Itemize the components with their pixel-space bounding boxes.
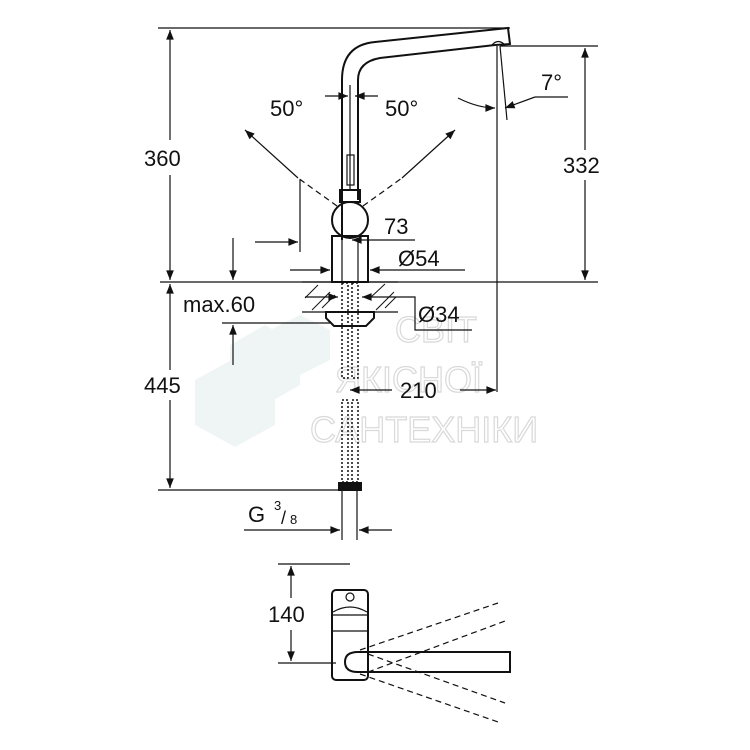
mounting-nut bbox=[325, 311, 375, 327]
thread-label-den: 8 bbox=[290, 512, 297, 527]
diameter-34-label: Ø34 bbox=[418, 302, 460, 327]
svg-text:/: / bbox=[281, 508, 286, 528]
height-360-label: 360 bbox=[144, 146, 181, 171]
supply-hoses bbox=[338, 282, 362, 491]
top-view-depth-140-label: 140 bbox=[268, 602, 305, 627]
thread-label-g: G bbox=[248, 502, 265, 527]
top-view: 140 bbox=[268, 563, 511, 723]
handle-ball bbox=[331, 201, 369, 239]
watermark-logo bbox=[195, 315, 330, 447]
spout-outline bbox=[341, 26, 512, 240]
diameter-54-label: Ø54 bbox=[398, 246, 440, 271]
length-445-label: 445 bbox=[144, 373, 181, 398]
max-60-label: max.60 bbox=[183, 292, 255, 317]
watermark-line3: САНТЕХНІКИ bbox=[310, 409, 538, 450]
thread-label-num: 3 bbox=[274, 498, 281, 513]
handle-angle-right-label: 50° bbox=[385, 96, 418, 121]
deck-hatching bbox=[302, 281, 398, 313]
handle-angle-left-label: 50° bbox=[270, 96, 303, 121]
spout-height-332-label: 332 bbox=[563, 153, 600, 178]
spout-angle-label: 7° bbox=[541, 70, 562, 95]
offset-73-label: 73 bbox=[384, 214, 408, 239]
reach-210-label: 210 bbox=[400, 378, 437, 403]
faucet-body bbox=[331, 235, 369, 283]
